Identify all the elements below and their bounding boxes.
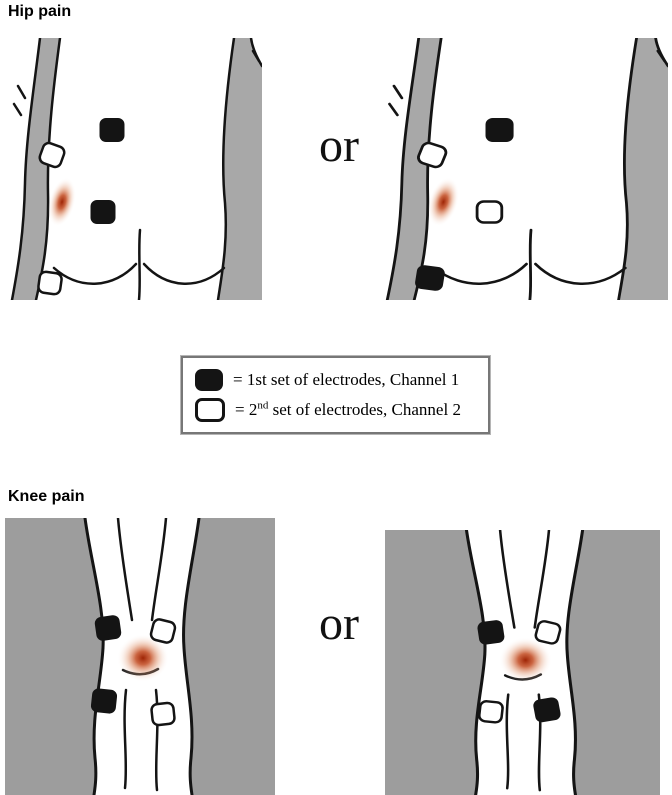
channel1-electrode (477, 620, 505, 645)
channel2-electrode (149, 618, 177, 644)
channel2-electrode (38, 141, 66, 169)
channel2-electrode (150, 701, 176, 727)
legend-row-channel1: = 1st set of electrodes, Channel 1 (195, 368, 476, 391)
channel2-electrode (475, 200, 504, 224)
hip-section-title: Hip pain (8, 3, 72, 20)
channel1-electrode (90, 200, 116, 224)
knee-diagram-left (5, 518, 275, 795)
hip-right-body-outline (385, 38, 668, 300)
pain-spot (427, 177, 460, 227)
channel1-electrode (90, 688, 118, 714)
channel1-electrode (99, 118, 125, 142)
knee-left-electrode-layer (90, 615, 177, 727)
knee-diagram-right (385, 530, 660, 795)
hip-diagram-right (385, 38, 668, 300)
pain-spot (117, 634, 169, 682)
legend-row-channel2: = 2nd set of electrodes, Channel 2 (195, 397, 476, 422)
channel2-electrode (477, 700, 504, 724)
legend-superscript: nd (257, 398, 269, 411)
legend-channel2-text: = 2nd set of electrodes, Channel 2 (235, 398, 461, 419)
knee-or-label: or (319, 597, 359, 650)
channel2-electrode (417, 141, 448, 169)
legend-channel1-text: = 1st set of electrodes, Channel 1 (233, 369, 460, 389)
hip-right-electrode-layer (415, 118, 514, 291)
hip-left-electrode-layer (37, 118, 125, 296)
knee-right-electrode-layer (477, 620, 562, 724)
pain-spot (499, 637, 553, 684)
channel2-electrode-icon (195, 397, 225, 422)
channel1-electrode (94, 615, 122, 641)
electrode-legend: = 1st set of electrodes, Channel 1 = 2nd… (180, 355, 491, 435)
channel1-electrode (485, 118, 514, 142)
channel2-electrode (37, 270, 63, 296)
hip-or-label: or (319, 119, 359, 172)
knee-section-title: Knee pain (8, 488, 85, 505)
channel1-electrode-icon (195, 368, 223, 391)
channel1-electrode (415, 265, 445, 291)
channel2-electrode (534, 620, 562, 645)
hip-diagram-left (10, 38, 262, 300)
channel1-electrode (533, 697, 561, 723)
pain-spot (48, 177, 76, 227)
hip-left-body-outline (10, 38, 262, 300)
